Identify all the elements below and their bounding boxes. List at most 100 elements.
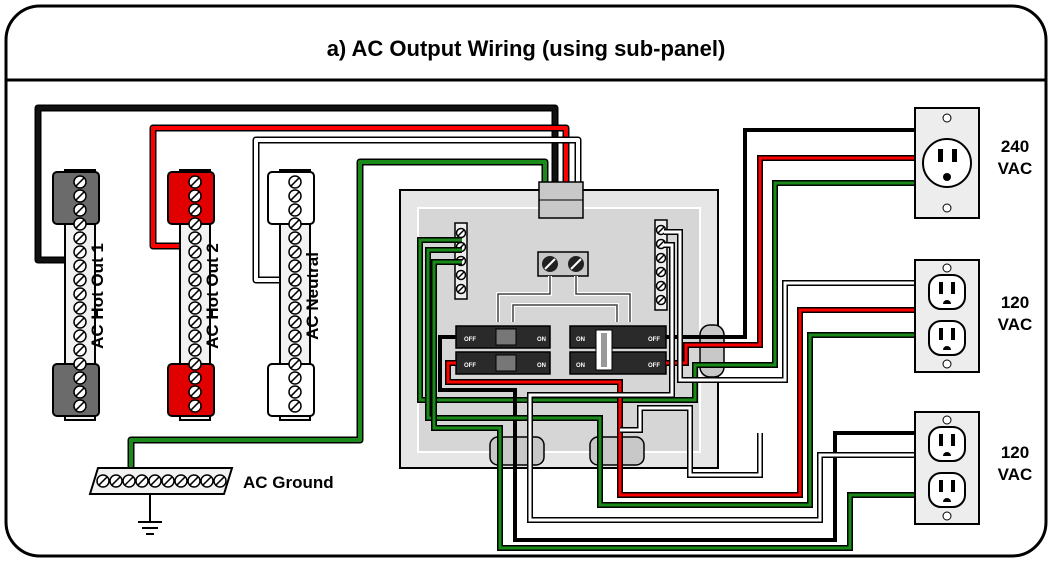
screw-icon [73,399,87,413]
screw-icon [655,294,667,306]
screw-icon [455,283,467,295]
screw-icon [73,203,87,217]
screw-icon [188,343,202,357]
screw-icon [73,329,87,343]
screw-icon [188,189,202,203]
screw-icon [288,259,302,273]
receptacle-240-unit: VAC [998,159,1033,178]
screw-icon [73,301,87,315]
breaker-off-mark: OFF [648,363,660,369]
breakers: OFF ON OFF ON ON OFF ON OFF [455,325,667,375]
screw-icon [455,227,467,239]
screw-icon [288,231,302,245]
screw-icon [73,287,87,301]
label-neutral: AC Neutral [303,252,322,340]
screw-icon [73,245,87,259]
branch-wires [417,128,915,551]
screw-icon [655,280,667,292]
sub-panel: OFF ON OFF ON ON OFF ON OFF [399,181,725,469]
screw-icon [148,474,162,488]
screw-icon [288,357,302,371]
screw-icon [655,266,667,278]
label-hot1: AC Hot Out 1 [88,243,107,349]
screw-icon [288,273,302,287]
screw-icon [188,357,202,371]
screw-icon [73,371,87,385]
screw-icon [73,217,87,231]
screw-icon [188,273,202,287]
screw-icon [288,301,302,315]
screw-icon [188,329,202,343]
screw-icon [188,371,202,385]
screw-icon [96,474,110,488]
screw-icon [73,175,87,189]
breaker-on-mark: ON [537,363,546,369]
receptacle-240 [914,107,980,219]
screw-icon [73,259,87,273]
breaker-on-mark: ON [576,363,585,369]
screw-icon [135,474,149,488]
receptacle-120-lower-unit: VAC [998,465,1033,484]
screw-icon [288,329,302,343]
label-hot2: AC Hot Out 2 [203,243,222,349]
screw-icon [73,273,87,287]
screw-icon [188,259,202,273]
screw-icon [200,474,214,488]
screw-icon [188,385,202,399]
screw-icon [73,231,87,245]
screw-icon [109,474,123,488]
screw-icon [288,343,302,357]
screw-icon [288,315,302,329]
breaker-on-mark: ON [576,337,585,343]
bus-bar-screws [73,175,302,413]
screw-icon [288,245,302,259]
receptacle-120-upper-voltage: 120 [1001,293,1029,312]
screw-icon [288,217,302,231]
receptacles [914,107,980,525]
screw-icon [188,301,202,315]
wire-hot1 [34,104,559,264]
ground-bus-bar [88,467,234,535]
breaker-left-bottom: OFF ON [455,351,551,375]
breaker-off-mark: OFF [464,337,476,343]
breaker-on-mark: ON [537,337,546,343]
screw-icon [188,175,202,189]
screw-icon [288,371,302,385]
screw-icon [73,315,87,329]
screw-icon [73,357,87,371]
screw-icon [213,474,227,488]
screw-icon [188,203,202,217]
screw-icon [122,474,136,488]
screw-icon [188,217,202,231]
screw-icon [455,269,467,281]
breaker-right-double: ON OFF ON OFF [569,325,667,375]
screw-icon [73,343,87,357]
label-ground: AC Ground [243,473,334,492]
breaker-off-mark: OFF [648,337,660,343]
receptacle-120-upper-unit: VAC [998,315,1033,334]
screw-icon [188,287,202,301]
screw-icon [174,474,188,488]
screw-icon [288,175,302,189]
receptacle-120-upper [914,259,980,373]
diagram-title: a) AC Output Wiring (using sub-panel) [327,36,726,61]
receptacle-240-voltage: 240 [1001,137,1029,156]
screw-icon [73,189,87,203]
screw-icon [188,399,202,413]
screw-icon [655,252,667,264]
receptacle-120-lower-voltage: 120 [1001,443,1029,462]
breaker-left-top: OFF ON [455,325,551,349]
screw-icon [188,245,202,259]
breaker-off-mark: OFF [464,363,476,369]
screw-icon [288,203,302,217]
screw-icon [188,315,202,329]
screw-icon [161,474,175,488]
screw-icon [187,474,201,488]
screw-icon [188,231,202,245]
screw-icon [288,385,302,399]
screw-icon [288,189,302,203]
screw-icon [288,399,302,413]
screw-icon [73,385,87,399]
